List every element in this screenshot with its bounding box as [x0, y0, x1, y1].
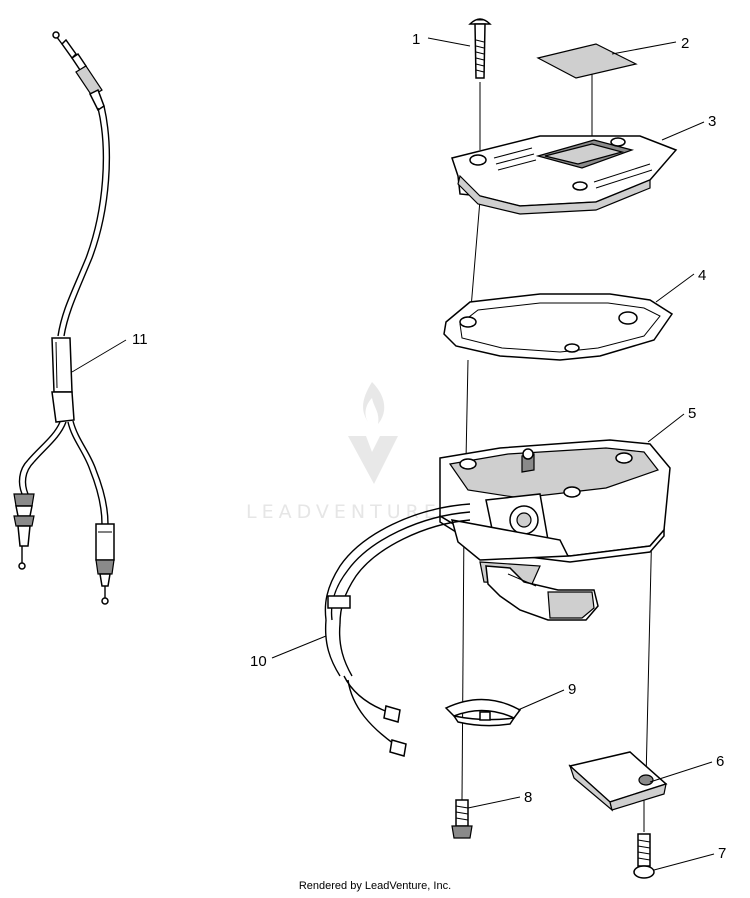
callout-4: 4 — [698, 267, 706, 284]
callout-2: 2 — [681, 35, 689, 52]
part-6-lower-clamp — [568, 751, 668, 812]
part-3-cover-plate — [451, 135, 678, 215]
callout-5: 5 — [688, 405, 696, 422]
part-11-throttle-cable — [13, 31, 115, 605]
part-9-clip — [444, 698, 522, 727]
callout-10: 10 — [250, 653, 267, 670]
watermark-text: LEADVENTURE — [246, 501, 441, 523]
part-5-throttle-housing — [439, 439, 671, 621]
leader-lines — [71, 37, 715, 871]
callout-6: 6 — [716, 753, 724, 770]
callout-8: 8 — [524, 789, 532, 806]
footer-credit: Rendered by LeadVenture, Inc. — [298, 880, 452, 892]
callout-1: 1 — [412, 31, 420, 48]
part-7-screw — [633, 833, 655, 879]
part-8-screw — [451, 799, 473, 839]
callout-11: 11 — [132, 331, 148, 348]
part-10-wire-harness — [324, 503, 471, 757]
watermark: LEADVENTURE — [246, 382, 441, 523]
part-4-gasket — [443, 293, 674, 361]
part-1-screw — [468, 18, 492, 79]
callout-7: 7 — [718, 845, 726, 862]
callout-9: 9 — [568, 681, 576, 698]
part-2-decal — [536, 43, 638, 79]
watermark-flame-icon — [348, 382, 398, 484]
callout-labels: 1 2 3 4 5 6 7 8 9 10 11 — [132, 31, 726, 862]
callout-3: 3 — [708, 113, 716, 130]
